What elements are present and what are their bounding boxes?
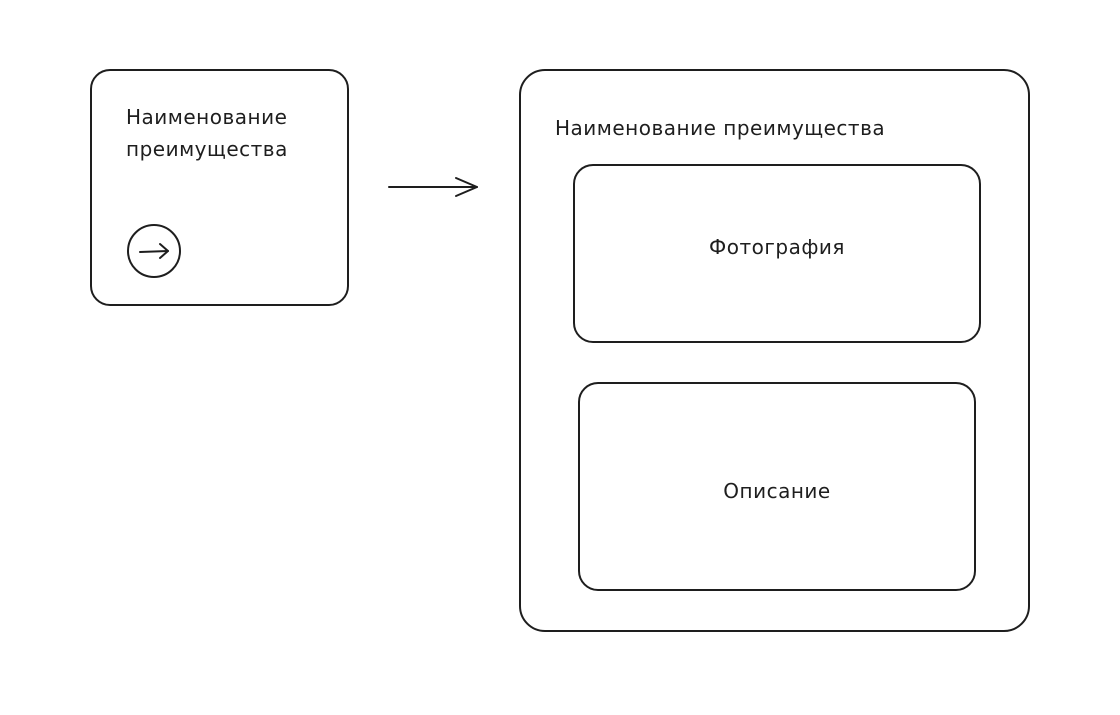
description-label: Описание <box>723 479 831 503</box>
circle-arrow-right-icon[interactable] <box>126 223 182 279</box>
photo-placeholder: Фотография <box>573 164 981 343</box>
advantage-card-expanded: Наименование преимущества Фотография Опи… <box>519 69 1030 632</box>
advantage-title: Наименование преимущества <box>126 105 288 161</box>
photo-label: Фотография <box>709 235 845 259</box>
advantage-title: Наименование преимущества <box>555 116 886 140</box>
advantage-card-collapsed[interactable]: Наименование преимущества <box>90 69 349 306</box>
description-placeholder: Описание <box>578 382 976 591</box>
arrow-right-icon <box>386 174 482 200</box>
